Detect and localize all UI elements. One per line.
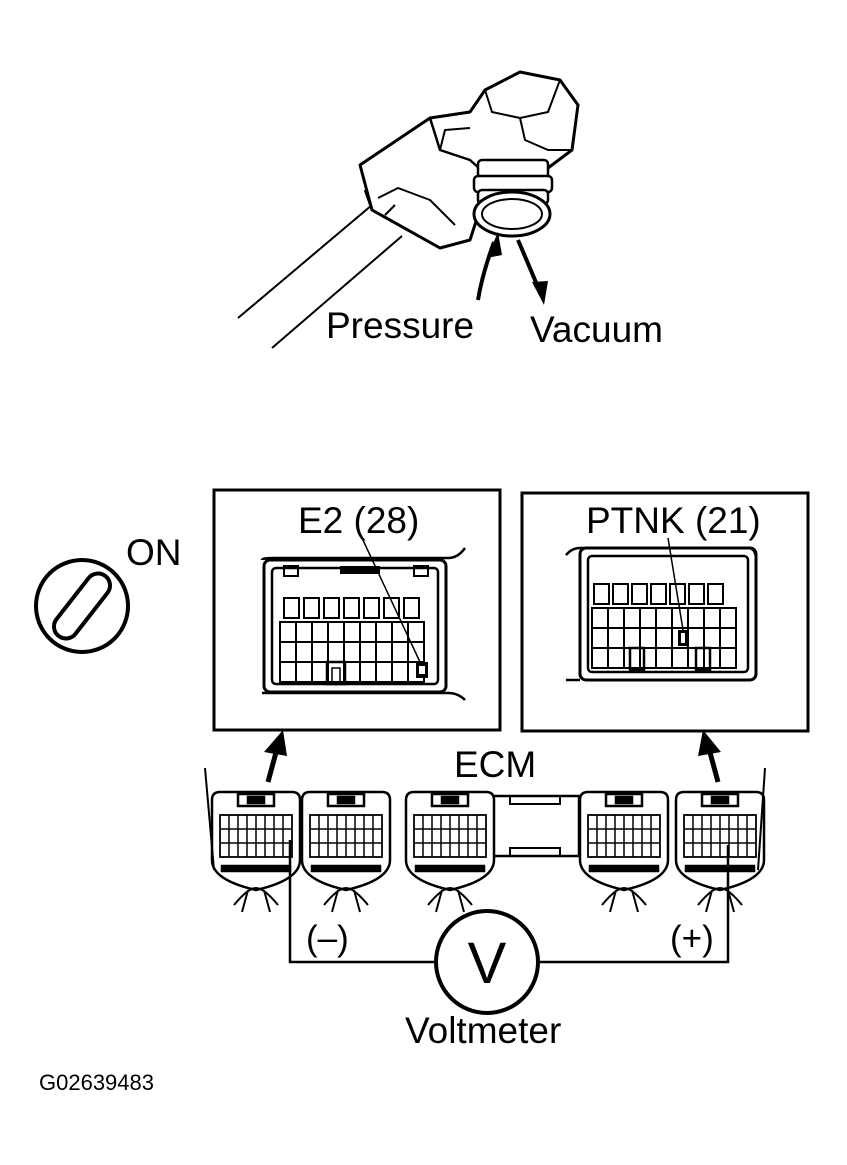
ecm-connector-row — [204, 767, 766, 913]
negative-probe-label: (–) — [306, 919, 349, 958]
positive-probe-label: (+) — [670, 919, 714, 958]
voltmeter-icon: V — [434, 909, 540, 1015]
voltmeter-symbol: V — [468, 931, 507, 996]
ptnk-detail-arrow-icon — [698, 730, 721, 783]
ecm-label: ECM — [454, 744, 536, 785]
pressure-sensor-icon — [237, 70, 580, 349]
ignition-key-icon — [34, 558, 130, 654]
ignition-on-label: ON — [126, 532, 182, 573]
e2-detail-arrow-icon — [264, 730, 287, 783]
e2-connector-detail: E2 (28) — [212, 488, 502, 732]
voltmeter-label: Voltmeter — [405, 1010, 561, 1051]
ptnk-terminal-label: PTNK (21) — [586, 500, 761, 541]
ptnk-connector-detail: PTNK (21) — [520, 491, 810, 733]
vacuum-arrow-icon — [516, 239, 548, 305]
vacuum-label: Vacuum — [530, 309, 663, 350]
pressure-label: Pressure — [326, 305, 474, 346]
voltmeter-wiring — [288, 840, 730, 964]
pressure-arrow-icon — [476, 232, 502, 301]
figure-code: G02639483 — [39, 1070, 154, 1095]
e2-terminal-label: E2 (28) — [298, 500, 419, 541]
